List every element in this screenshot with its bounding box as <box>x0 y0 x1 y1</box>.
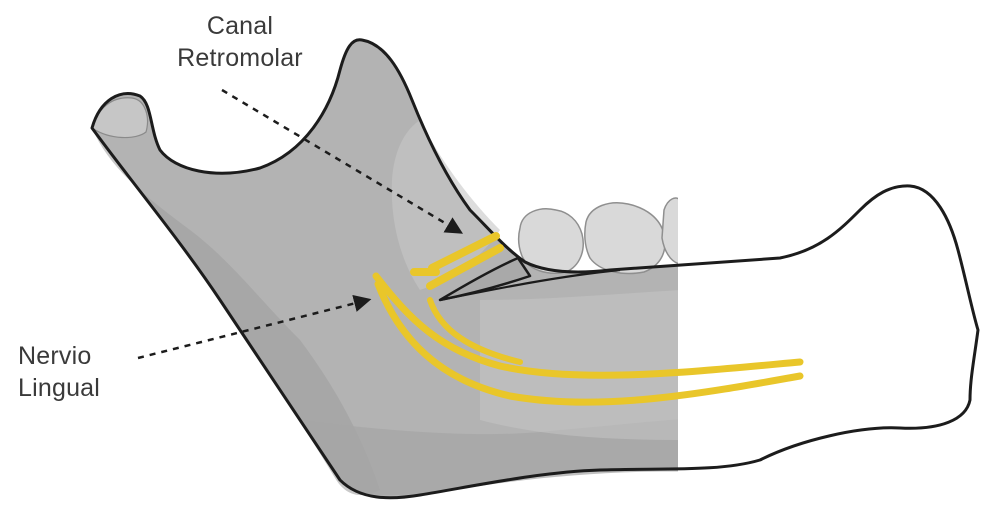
label-canal-retromolar: Canal Retromolar <box>150 10 330 74</box>
label-nervio-line1: Nervio <box>18 340 158 372</box>
condyle <box>92 98 147 138</box>
label-canal-line1: Canal <box>150 10 330 42</box>
tooth-molar-3 <box>662 198 680 264</box>
label-canal-line2: Retromolar <box>150 42 330 74</box>
label-nervio-line2: Lingual <box>18 372 158 404</box>
tooth-molar-2 <box>585 203 665 274</box>
teeth <box>519 198 680 273</box>
label-nervio-lingual: Nervio Lingual <box>18 340 158 404</box>
